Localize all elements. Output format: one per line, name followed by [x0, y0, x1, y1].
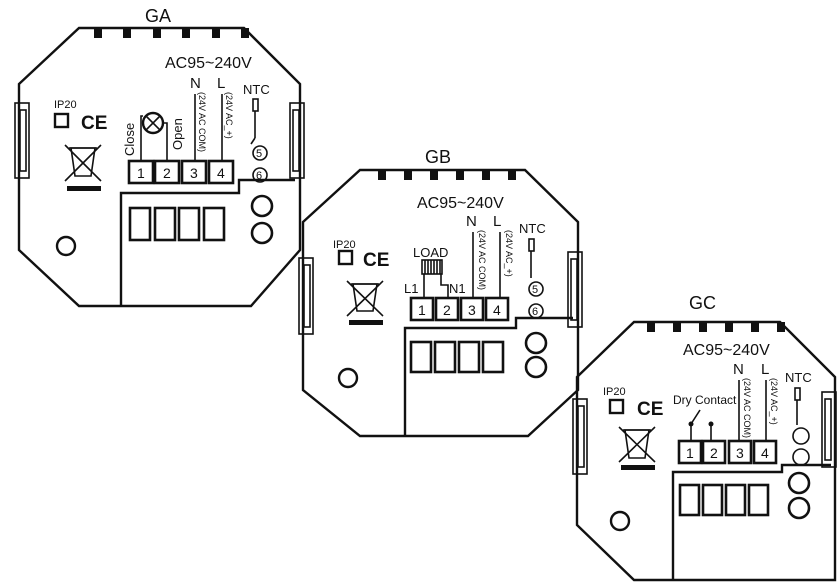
- side-clip-right: [567, 251, 583, 328]
- mounting-hole: [337, 367, 359, 389]
- terminal-2: 2: [443, 302, 451, 318]
- terminal-4: 4: [493, 302, 501, 318]
- side-clip-left: [14, 102, 30, 179]
- svg-text:5: 5: [256, 148, 262, 160]
- n-label: N: [466, 213, 477, 230]
- l-label: L: [493, 213, 501, 230]
- ntc-label: NTC: [519, 221, 546, 236]
- weee-bin-icon: [64, 144, 102, 191]
- close-label: Close: [122, 123, 137, 156]
- n-label: N: [190, 75, 201, 92]
- l-label: L: [217, 75, 225, 92]
- ip-square-icon: [337, 249, 354, 266]
- valve-motor-icon: [140, 111, 168, 161]
- sensor-terminal-6: 6: [252, 167, 268, 183]
- unit-ga: GA AC95~240V N L (24V AC COM) (24V AC_+)…: [14, 6, 305, 308]
- mounting-hole: [609, 510, 631, 532]
- svg-text:6: 6: [256, 170, 262, 182]
- svg-text:5: 5: [532, 284, 538, 296]
- side-clip-left: [298, 257, 314, 335]
- dry-contact-label: Dry Contact: [673, 393, 737, 407]
- weee-bin-icon: [618, 426, 656, 470]
- l-sublabel: (24V AC_+): [504, 230, 514, 277]
- n-sublabel: (24V AC COM): [197, 92, 207, 152]
- unit-gb: GB AC95~240V N L (24V AC COM) (24V AC_+)…: [298, 147, 583, 438]
- terminal-1: 1: [686, 445, 694, 461]
- terminal-4: 4: [761, 445, 769, 461]
- ntc-sensor-icon: [792, 387, 810, 466]
- vent-slots: [378, 170, 516, 180]
- dry-contact-switch-icon: [688, 409, 714, 441]
- n-label: N: [733, 361, 744, 378]
- side-clip-right: [289, 102, 305, 179]
- ce-mark: CE: [81, 113, 107, 134]
- l1-label: L1: [404, 281, 418, 296]
- power-rating: AC95~240V: [683, 342, 770, 359]
- mounting-hole: [55, 235, 77, 257]
- ip-rating: IP20: [603, 386, 626, 398]
- unit-outline: [575, 320, 837, 582]
- terminal-1: 1: [137, 165, 145, 181]
- l-label: L: [761, 361, 769, 378]
- power-rating: AC95~240V: [165, 55, 252, 72]
- side-clip-left: [572, 398, 588, 475]
- unit-gc: GC AC95~240V N L (24V AC COM) (24V AC_+)…: [572, 293, 837, 582]
- base-connector: [119, 178, 295, 306]
- unit-label: GA: [145, 6, 171, 26]
- side-clip-right: [821, 391, 837, 468]
- ip-square-icon: [53, 112, 70, 129]
- vent-slots: [94, 28, 249, 38]
- ip-rating: IP20: [333, 239, 356, 251]
- terminal-block: 1 2 3 4: [677, 439, 778, 465]
- heating-load-icon: [421, 259, 449, 298]
- terminal-4: 4: [217, 165, 225, 181]
- open-label: Open: [170, 118, 185, 150]
- base-connector: [671, 463, 831, 580]
- load-label: LOAD: [413, 245, 448, 260]
- terminal-3: 3: [468, 302, 476, 318]
- sensor-terminal-5: 5: [252, 145, 268, 161]
- power-rating: AC95~240V: [417, 195, 504, 212]
- ce-mark: CE: [637, 399, 663, 420]
- n-sublabel: (24V AC COM): [477, 230, 487, 290]
- ntc-label: NTC: [243, 82, 270, 97]
- terminal-2: 2: [163, 165, 171, 181]
- n1-label: N1: [449, 281, 466, 296]
- ip-rating: IP20: [54, 99, 77, 111]
- l-sublabel: (24V AC_+): [224, 92, 234, 139]
- ntc-sensor-icon: [250, 98, 259, 145]
- ce-mark: CE: [363, 250, 389, 271]
- terminal-block: 1 2 3 4: [409, 296, 510, 322]
- base-connector: [403, 316, 573, 436]
- sensor-terminal-6: 6: [528, 303, 544, 319]
- terminal-1: 1: [418, 302, 426, 318]
- unit-outline: [301, 168, 580, 438]
- vent-slots: [647, 322, 785, 332]
- unit-label: GC: [689, 293, 716, 313]
- n-sublabel: (24V AC COM): [742, 378, 752, 438]
- terminal-3: 3: [736, 445, 744, 461]
- terminal-2: 2: [710, 445, 718, 461]
- ntc-label: NTC: [785, 370, 812, 385]
- ntc-sensor-icon: [528, 238, 535, 278]
- ip-square-icon: [608, 398, 625, 415]
- l-sublabel: (24V AC_+): [769, 378, 779, 425]
- unit-label: GB: [425, 147, 451, 167]
- svg-text:6: 6: [532, 306, 538, 318]
- sensor-terminal-5: 5: [528, 281, 544, 297]
- weee-bin-icon: [346, 280, 384, 325]
- unit-outline: [17, 26, 302, 308]
- terminal-3: 3: [190, 165, 198, 181]
- terminal-block: 1 2 3 4: [127, 159, 235, 185]
